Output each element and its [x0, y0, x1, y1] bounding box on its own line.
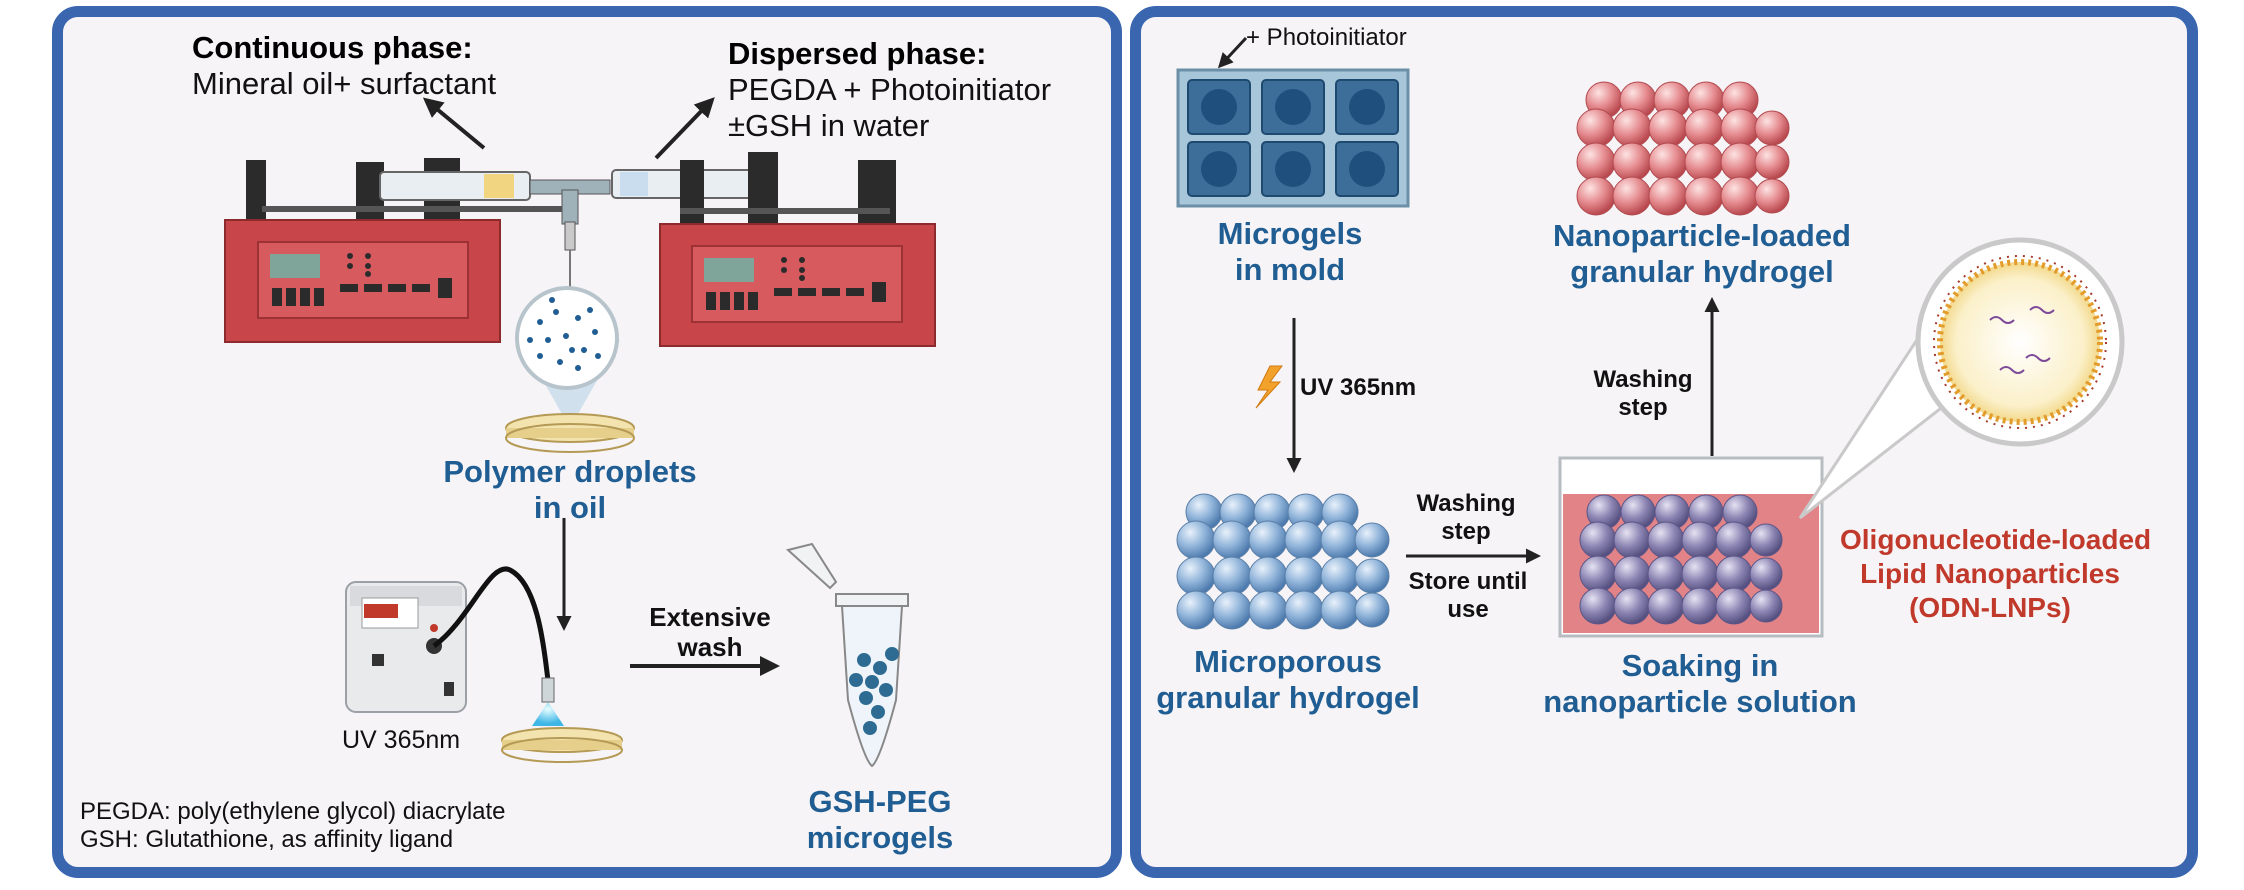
droplet-magnifier	[505, 286, 635, 453]
continuous-phase-title: Continuous phase:	[192, 30, 473, 65]
continuous-phase-body: Mineral oil+ surfactant	[192, 66, 497, 101]
uv-365-label-left: UV 365nm	[342, 726, 461, 754]
polymer-droplets-line1: Polymer droplets	[443, 454, 697, 489]
microporous-line1: Microporous	[1194, 644, 1382, 679]
store-until-use-line2: use	[1447, 596, 1489, 623]
abbrev-note-gsh: GSH: Glutathione, as affinity ligand	[80, 826, 454, 853]
t-junction	[529, 179, 611, 295]
uv-365-label-right: UV 365nm	[1300, 374, 1417, 401]
soaking-line2: nanoparticle solution	[1543, 684, 1857, 719]
nanoparticle-loaded-hydrogel-cube	[1576, 81, 1790, 216]
uv-lamp-device	[345, 566, 623, 763]
lnp-callout	[1798, 237, 2125, 520]
gsh-peg-microgels-line2: microgels	[806, 820, 954, 855]
washing-step-mid-line1: Washing	[1416, 490, 1516, 517]
dispersed-phase-title: Dispersed phase:	[728, 36, 987, 71]
syringe-pump-right	[611, 152, 936, 347]
microgels-in-mold-line2: in mold	[1234, 252, 1346, 287]
nanoparticle-loaded-line1: Nanoparticle-loaded	[1553, 218, 1851, 253]
abbrev-note-pegda: PEGDA: poly(ethylene glycol) diacrylate	[80, 798, 506, 825]
arrow-dispersed	[654, 97, 715, 160]
washing-step-mid-line2: step	[1441, 518, 1491, 545]
photoinitiator-label: + Photoinitiator	[1246, 24, 1407, 51]
odn-lnp-line1: Oligonucleotide-loaded	[1840, 524, 2152, 555]
gsh-peg-microgels-line1: GSH-PEG	[808, 784, 952, 819]
microgels-in-mold-line1: Microgels	[1217, 216, 1363, 251]
store-until-use-line1: Store until	[1408, 568, 1528, 595]
dispersed-phase-line2: ±GSH in water	[728, 108, 930, 143]
extensive-wash-line1: Extensive	[649, 602, 771, 632]
odn-lnp-line3: (ODN-LNPs)	[1909, 592, 2071, 623]
microporous-line2: granular hydrogel	[1156, 680, 1420, 715]
uv-arrow-right	[1255, 318, 1302, 473]
syringe-pump-left	[224, 158, 562, 343]
washing-step-up-line2: step	[1618, 394, 1668, 421]
microgel-mold	[1176, 36, 1410, 208]
soaking-beaker	[1558, 456, 1824, 638]
microcentrifuge-tube	[785, 542, 909, 768]
soaking-line1: Soaking in	[1621, 648, 1779, 683]
microporous-hydrogel-cube	[1176, 493, 1390, 630]
extensive-wash-line2: wash	[677, 632, 743, 662]
nanoparticle-loaded-line2: granular hydrogel	[1570, 254, 1834, 289]
dispersed-phase-line1: PEGDA + Photoinitiator	[728, 72, 1052, 107]
arrow-continuous	[422, 97, 486, 150]
odn-lnp-line2: Lipid Nanoparticles	[1860, 558, 2120, 589]
polymer-droplets-line2: in oil	[533, 490, 607, 525]
washing-step-up-line1: Washing	[1593, 366, 1693, 393]
